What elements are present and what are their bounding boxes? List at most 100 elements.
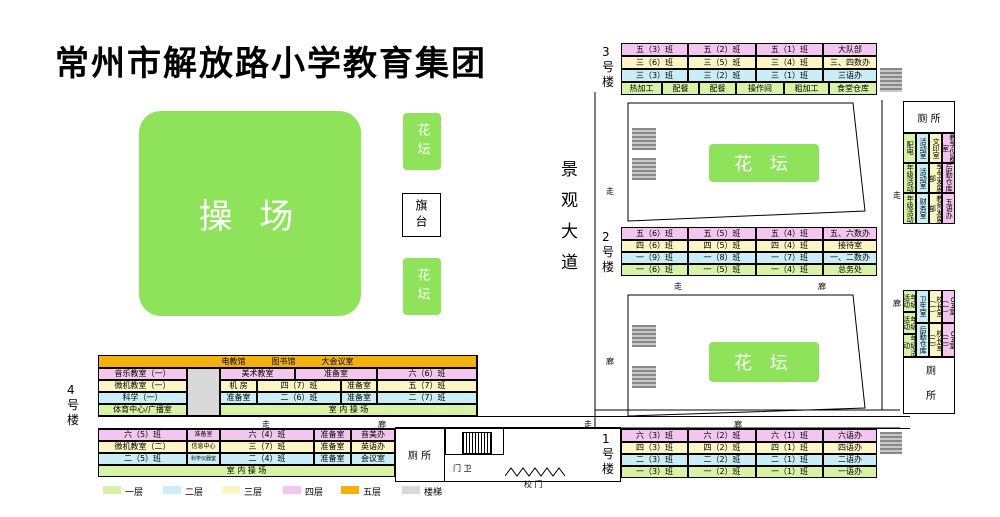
room: 五（5）班 [688,227,756,240]
room: 五（2）班 [688,43,756,56]
room: 粗加工 [784,82,829,95]
room: 活动室 [916,163,929,193]
room: 四（4）班 [756,240,823,252]
room: 四（7）班 [257,380,341,392]
corridor-label: 廊 [378,420,386,429]
flower-bed-top: 花 坛 [709,144,819,182]
stairs-icon [632,325,656,347]
room: 英语办 [351,441,395,453]
room: 四（1）班 [756,442,823,454]
room: OM室（一） [942,290,955,323]
room: 一（7）班 [756,252,823,264]
room: 配电 [903,133,916,163]
room: 二（1）班 [756,454,823,466]
room: 年级活动 [903,312,916,334]
south-toilet: 厕 所 [395,427,445,482]
room: 二语办 [823,454,877,466]
room: 一（1）班 [756,466,823,478]
legend-label: 二层 [185,488,204,498]
room: 年级活动 [903,193,916,224]
room: 文印室 [929,133,942,163]
legend-label: 三层 [244,488,263,498]
room: 三（3）班 [621,69,688,82]
flower-bed-small-bottom: 花坛 [403,258,441,315]
room: 后勤仓库 [942,163,955,193]
room: 一（5）班 [688,264,756,276]
room: 准备室 [220,392,257,404]
room: 三（2）班 [688,69,756,82]
room: 室 内 操 场 [220,404,477,416]
stairs-icon [880,432,902,454]
room: 四（3）班 [621,442,688,454]
legend-swatch [283,486,301,494]
room: 三（1）班 [756,69,823,82]
building4-label: 4号楼 [67,383,80,427]
room: 三（5）班 [688,56,756,69]
east-toilet-label: 厕 所 [923,364,935,407]
avenue-label: 景观大道 [557,160,577,284]
legend-label: 四层 [305,488,324,498]
corridor-label: 走 [584,420,592,429]
corridor-label: 走 [893,191,901,200]
room: 六（1）班 [756,429,823,442]
room: 五（6）班 [621,227,688,240]
room: 准备室 [341,380,377,392]
playground-label: 操 场 [198,197,302,237]
room: 室 内 操 场 [98,465,395,477]
corridor-label: 廊 [818,282,826,291]
guard-room [445,427,504,455]
corridor-label: 走 [262,420,270,429]
room: 学生发展部 [929,163,942,193]
room: 大队部 [823,43,877,56]
legend-swatch [103,486,121,494]
room: 二（7）班 [377,392,477,404]
room: 配餐 [662,82,699,95]
stairs-icon [880,68,902,92]
room: 五语办 [942,193,955,224]
room: 科学仪器室 [187,453,220,465]
room: 科学（一） [98,392,187,404]
room: 音美办 [351,429,395,441]
room: 三（6）班 [621,56,688,69]
room: 体育中心/广播室 [98,404,187,416]
room: 后勤仓库 [916,323,929,357]
stairs-icon [632,128,656,150]
room: 六（5）班 [98,429,187,441]
flower-bed-bottom: 花 坛 [709,342,819,382]
room: 卫生室 [916,290,929,323]
gate-icon [505,467,565,477]
room: 会议室 [351,453,395,465]
room: 活动室 [916,133,929,163]
room: 操作间 [736,82,784,95]
corridor-label: 走 [606,187,614,196]
room: 年级活动 [903,334,916,357]
room: 五（1）班 [756,43,823,56]
south-entry-block [395,427,621,482]
building2-label: 2号楼 [602,230,615,274]
room: 配餐 [699,82,736,95]
room-label: 电教馆 [221,357,246,366]
room: 六（4）班 [220,429,314,441]
room: 接待室 [823,240,877,252]
room: 六语办 [823,429,877,442]
gate-label: 校 门 [524,480,543,489]
room: 二（3）班 [621,454,688,466]
room: 五（3）班 [621,43,688,56]
room: 一（9）班 [621,252,688,264]
room: 三（7）班 [220,441,314,453]
corridor-label: 廊 [606,357,614,366]
room: 美术教室 [220,368,295,380]
room: 年级活动 [903,290,916,312]
room: 二（2）班 [688,454,756,466]
room: 音乐教室（一） [98,368,187,380]
room: 年级活动 [903,163,916,193]
room: 三语办 [823,69,877,82]
room: 一、二数办 [823,252,877,264]
room: OM室（二） [942,323,955,357]
room: 六（2）班 [688,429,756,442]
legend-swatch [163,486,181,494]
room: 教学仪器室 [942,133,955,163]
stairs [187,368,220,416]
room: 微机教室（二） [98,441,187,453]
room: 食堂仓库 [829,82,877,95]
